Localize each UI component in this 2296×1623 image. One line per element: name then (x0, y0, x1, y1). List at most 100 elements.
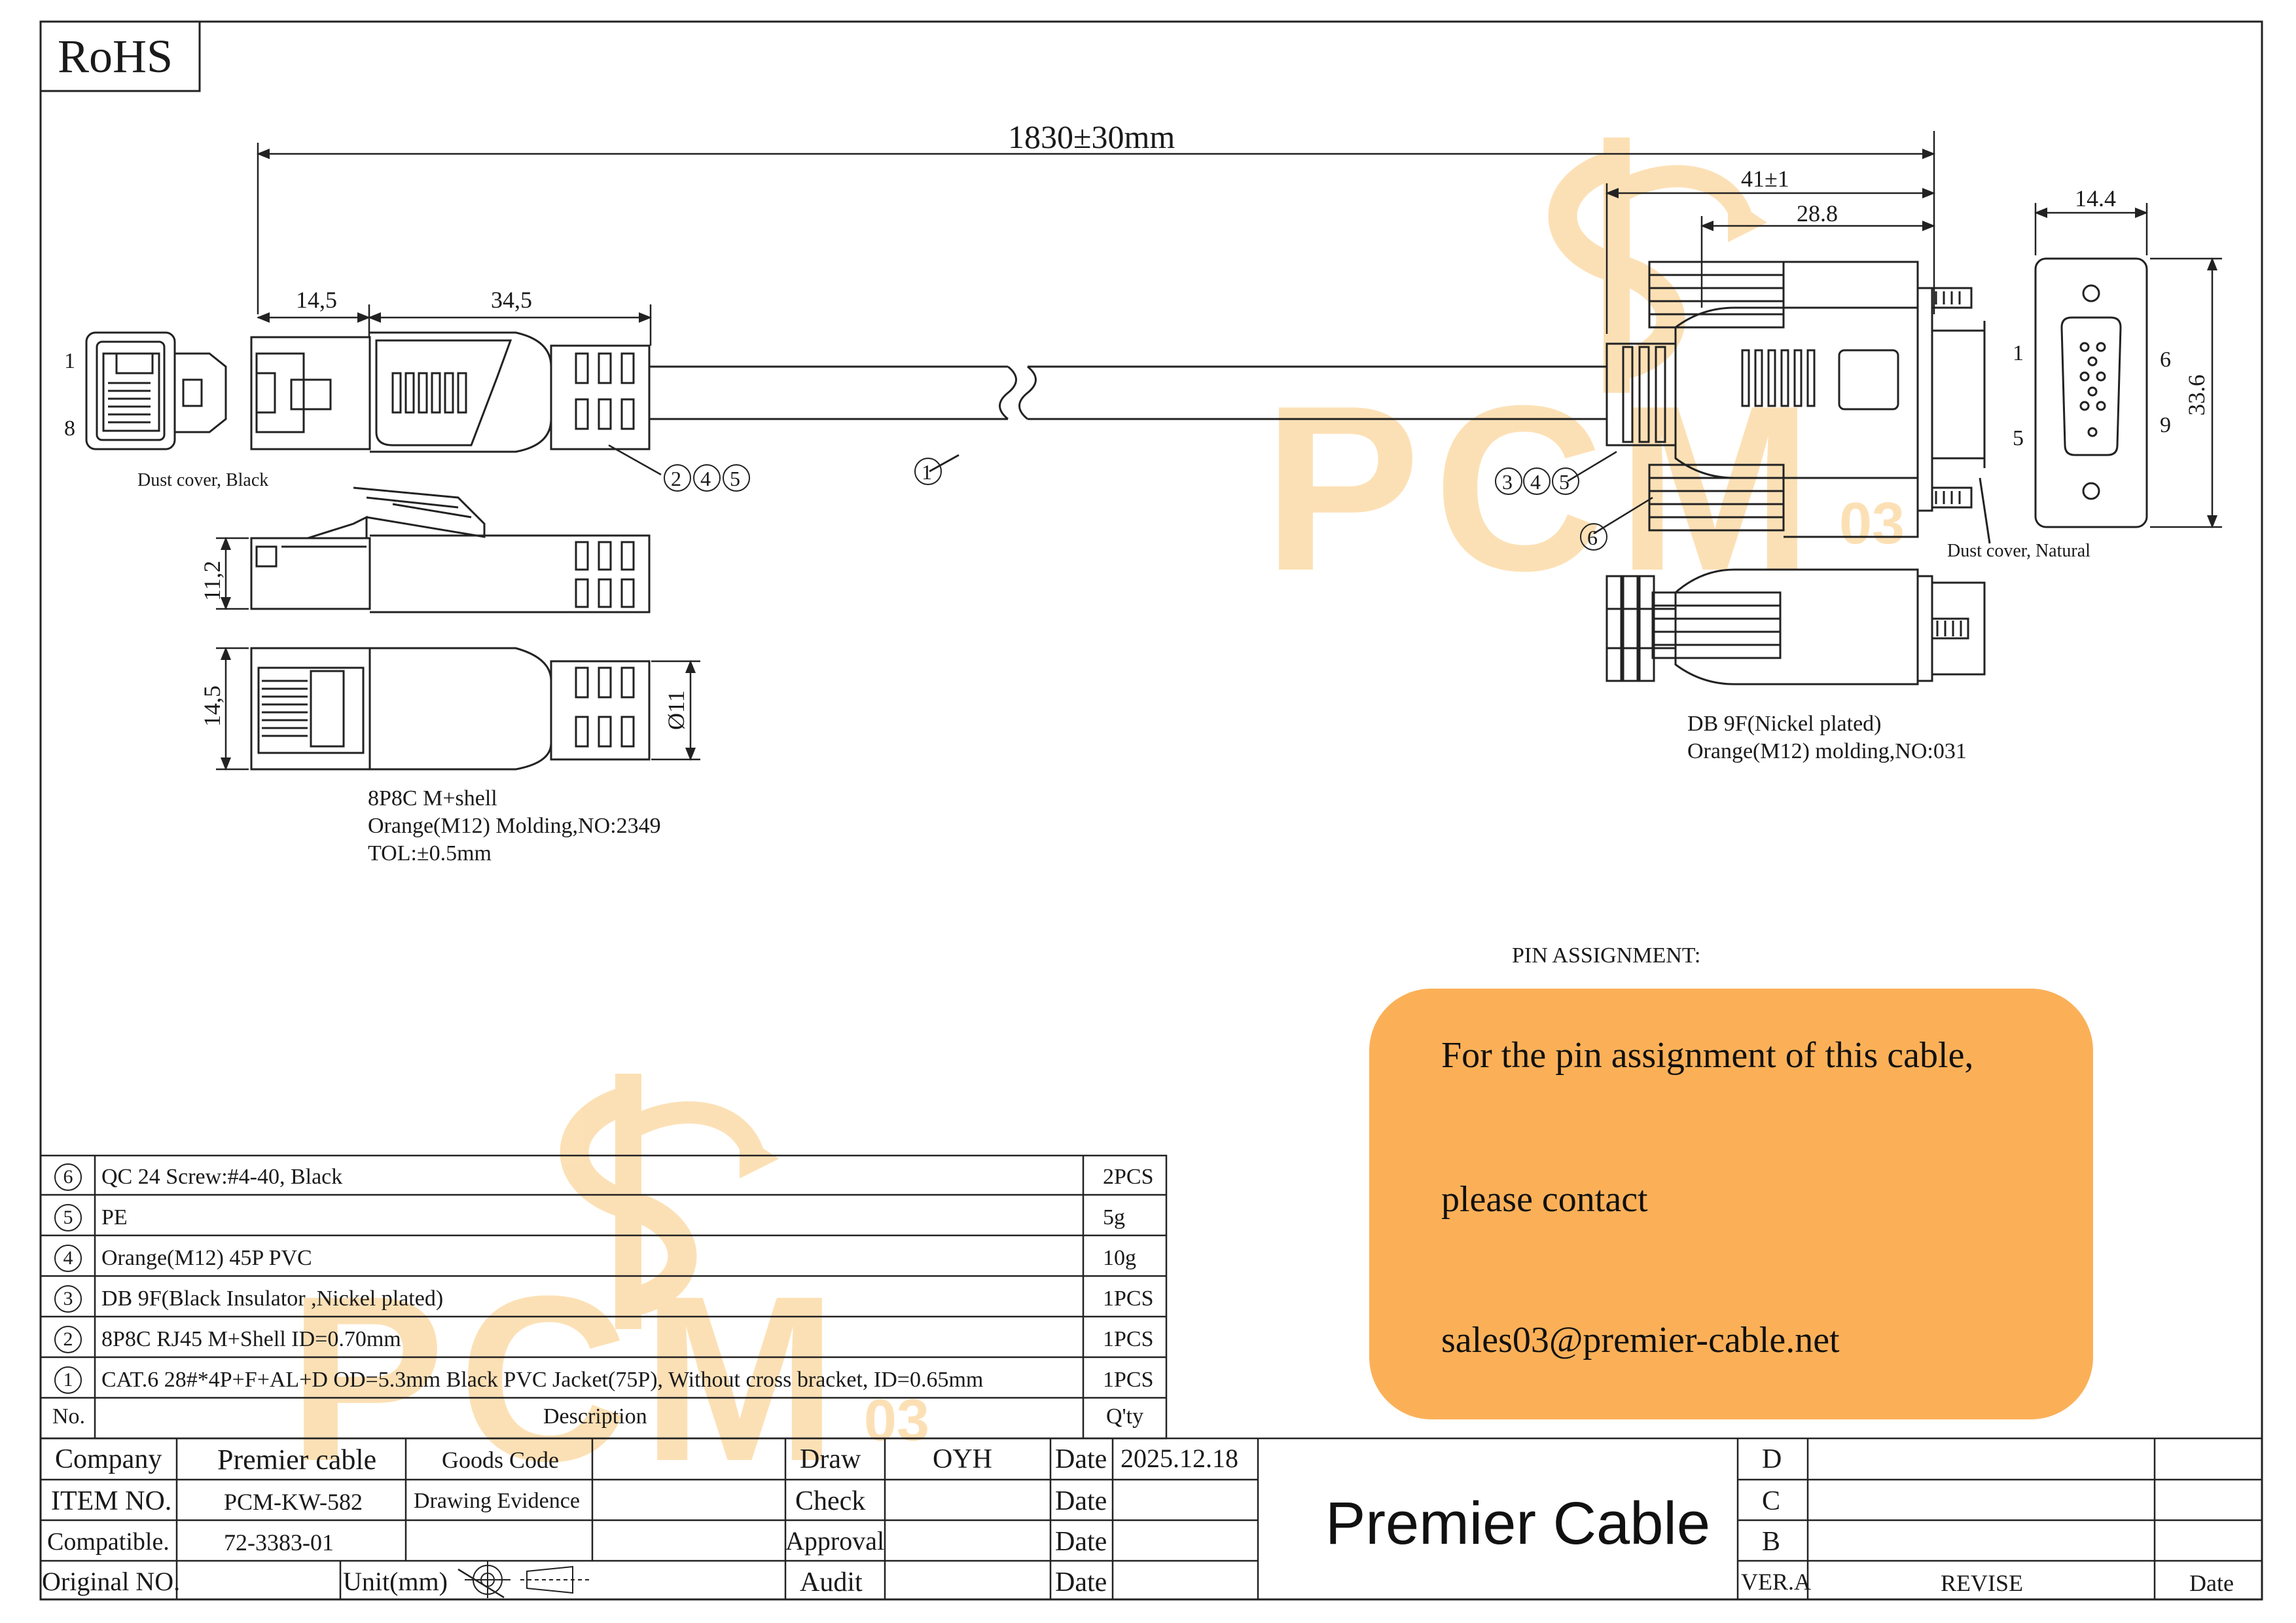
db9-top-dims (1605, 183, 1935, 334)
dust-cover-black-label: Dust cover, Black (137, 470, 268, 490)
rj45-label-2: Orange(M12) Molding,NO:2349 (368, 814, 661, 838)
db9-front-dims (2034, 203, 2222, 528)
pin-box-line-1: For the pin assignment of this cable, (1441, 1035, 1974, 1076)
watermark-text: PCM (288, 1247, 851, 1510)
svg-text:03: 03 (864, 1388, 929, 1453)
bom-item-number: 2 (54, 1326, 82, 1353)
db9-pin-6: 6 (2160, 348, 2171, 372)
compatible-label: Compatible. (47, 1528, 170, 1556)
draw-label: Draw (800, 1444, 861, 1474)
compatible-value: 72-3383-01 (224, 1529, 334, 1556)
callout-3: 3 (1502, 470, 1513, 494)
callout-4: 4 (1530, 470, 1541, 494)
dim-41: 41±1 (1741, 166, 1789, 192)
dim-28-8: 28.8 (1797, 200, 1838, 227)
rev-b: B (1762, 1527, 1781, 1557)
rj45-side-view (250, 486, 651, 613)
callout-5: 5 (1559, 470, 1570, 494)
watermark-top: PCM 03 (1263, 137, 1905, 620)
bom-item-description: Orange(M12) 45P PVC (101, 1246, 312, 1270)
db9-side-view (1605, 568, 1986, 685)
cable (649, 365, 1607, 473)
pin-box-contact-email[interactable]: sales03@premier-cable.net (1441, 1320, 1840, 1360)
item-label: ITEM NO. (51, 1486, 172, 1516)
bom-item-qty: 1PCS (1103, 1286, 1154, 1311)
bom-item-number: 4 (54, 1245, 82, 1272)
bom-header-qty: Q'ty (1106, 1404, 1144, 1429)
company-label: Company (55, 1444, 162, 1474)
rj45-bottom-view (250, 647, 651, 771)
bom-item-qty: 5g (1103, 1205, 1125, 1230)
db9-top-view (1605, 261, 1991, 544)
callout-2: 2 (671, 467, 681, 490)
pin-assignment-label: PIN ASSIGNMENT: (1512, 943, 1700, 968)
bom-item-number: 3 (54, 1285, 82, 1313)
callout-6: 6 (1587, 526, 1598, 549)
rj45-label-3: TOL:±0.5mm (368, 841, 492, 866)
dim-33-6: 33.6 (2183, 374, 2210, 416)
bom-item-description: PE (101, 1205, 128, 1230)
callout-1-circle (914, 458, 942, 485)
check-label: Check (795, 1486, 866, 1516)
date-value: 2025.12.18 (1121, 1444, 1238, 1473)
bom-item-description: DB 9F(Black Insulator ,Nickel plated) (101, 1286, 444, 1311)
callout-1: 1 (922, 460, 932, 484)
rj45-pin-1: 1 (64, 349, 75, 373)
dust-cover-natural-label: Dust cover, Natural (1947, 541, 2090, 561)
audit-label: Audit (800, 1567, 863, 1597)
bom-header-desc: Description (543, 1404, 647, 1429)
date-label-4: Date (1055, 1567, 1107, 1597)
callout-leader-left (608, 444, 662, 476)
callouts-345-right: 3 4 5 6 (1495, 467, 1607, 551)
dim-dia-11: Ø11 (663, 690, 689, 730)
rj45-pin-8: 8 (64, 416, 75, 441)
unit-label: Unit(mm) (343, 1567, 448, 1596)
goods-code-label: Goods Code (442, 1447, 559, 1473)
db9-label-2: Orange(M12) molding,NO:031 (1687, 739, 1967, 763)
db9-pin-1: 1 (2013, 341, 2024, 365)
rohs-label: RoHS (58, 30, 173, 82)
rj45-front-view (85, 331, 227, 450)
bom-item-description: 8P8C RJ45 M+Shell ID=0.70mm (101, 1327, 401, 1351)
rj45-top-dims (257, 304, 652, 346)
bom-item-qty: 10g (1103, 1246, 1136, 1270)
db9-pin-5: 5 (2013, 426, 2024, 450)
projection-symbol (465, 1561, 589, 1598)
bom-item-qty: 1PCS (1103, 1368, 1154, 1392)
bom-header-no: No. (52, 1404, 86, 1429)
svg-text:03: 03 (1839, 491, 1905, 556)
db9-pin-9: 9 (2160, 413, 2171, 437)
pin-assignment-box: For the pin assignment of this cable, pl… (1369, 989, 2093, 1419)
dim-34-5: 34,5 (491, 287, 532, 313)
rev-date-label: Date (2189, 1570, 2234, 1596)
watermark-text: PCM (1263, 357, 1826, 620)
rohs-box (39, 20, 201, 92)
bom-item-qty: 2PCS (1103, 1165, 1154, 1189)
drawing-evidence-label: Drawing Evidence (414, 1489, 580, 1513)
callout-5: 5 (730, 467, 740, 490)
dim-14-4: 14.4 (2075, 185, 2116, 211)
approval-label: Approval (785, 1526, 885, 1556)
dim-14-5-top: 14,5 (296, 287, 337, 313)
bom-item-number: 1 (54, 1366, 82, 1394)
original-no-label: Original NO. (42, 1567, 181, 1596)
rev-d: D (1762, 1444, 1782, 1474)
bom-item-number: 6 (54, 1163, 82, 1191)
overall-length: 1830±30mm (1008, 119, 1175, 155)
date-label-2: Date (1055, 1486, 1107, 1516)
company-value: Premier cable (217, 1444, 377, 1476)
rev-c: C (1762, 1486, 1781, 1516)
db9-label-1: DB 9F(Nickel plated) (1687, 712, 1882, 736)
callouts-245-left: 2 4 5 (664, 464, 750, 492)
callout-4: 4 (700, 467, 711, 490)
title-block (39, 1437, 2263, 1601)
db9-front-view (2034, 257, 2148, 528)
ver-label: VER.A (1741, 1569, 1811, 1595)
rj45-top-view (250, 331, 651, 453)
watermark-bottom: PCM 03 (288, 1074, 929, 1510)
dim-14-5-side: 14,5 (199, 685, 225, 727)
rj45-label-1: 8P8C M+shell (368, 786, 497, 811)
dim-11-2: 11,2 (199, 560, 225, 601)
